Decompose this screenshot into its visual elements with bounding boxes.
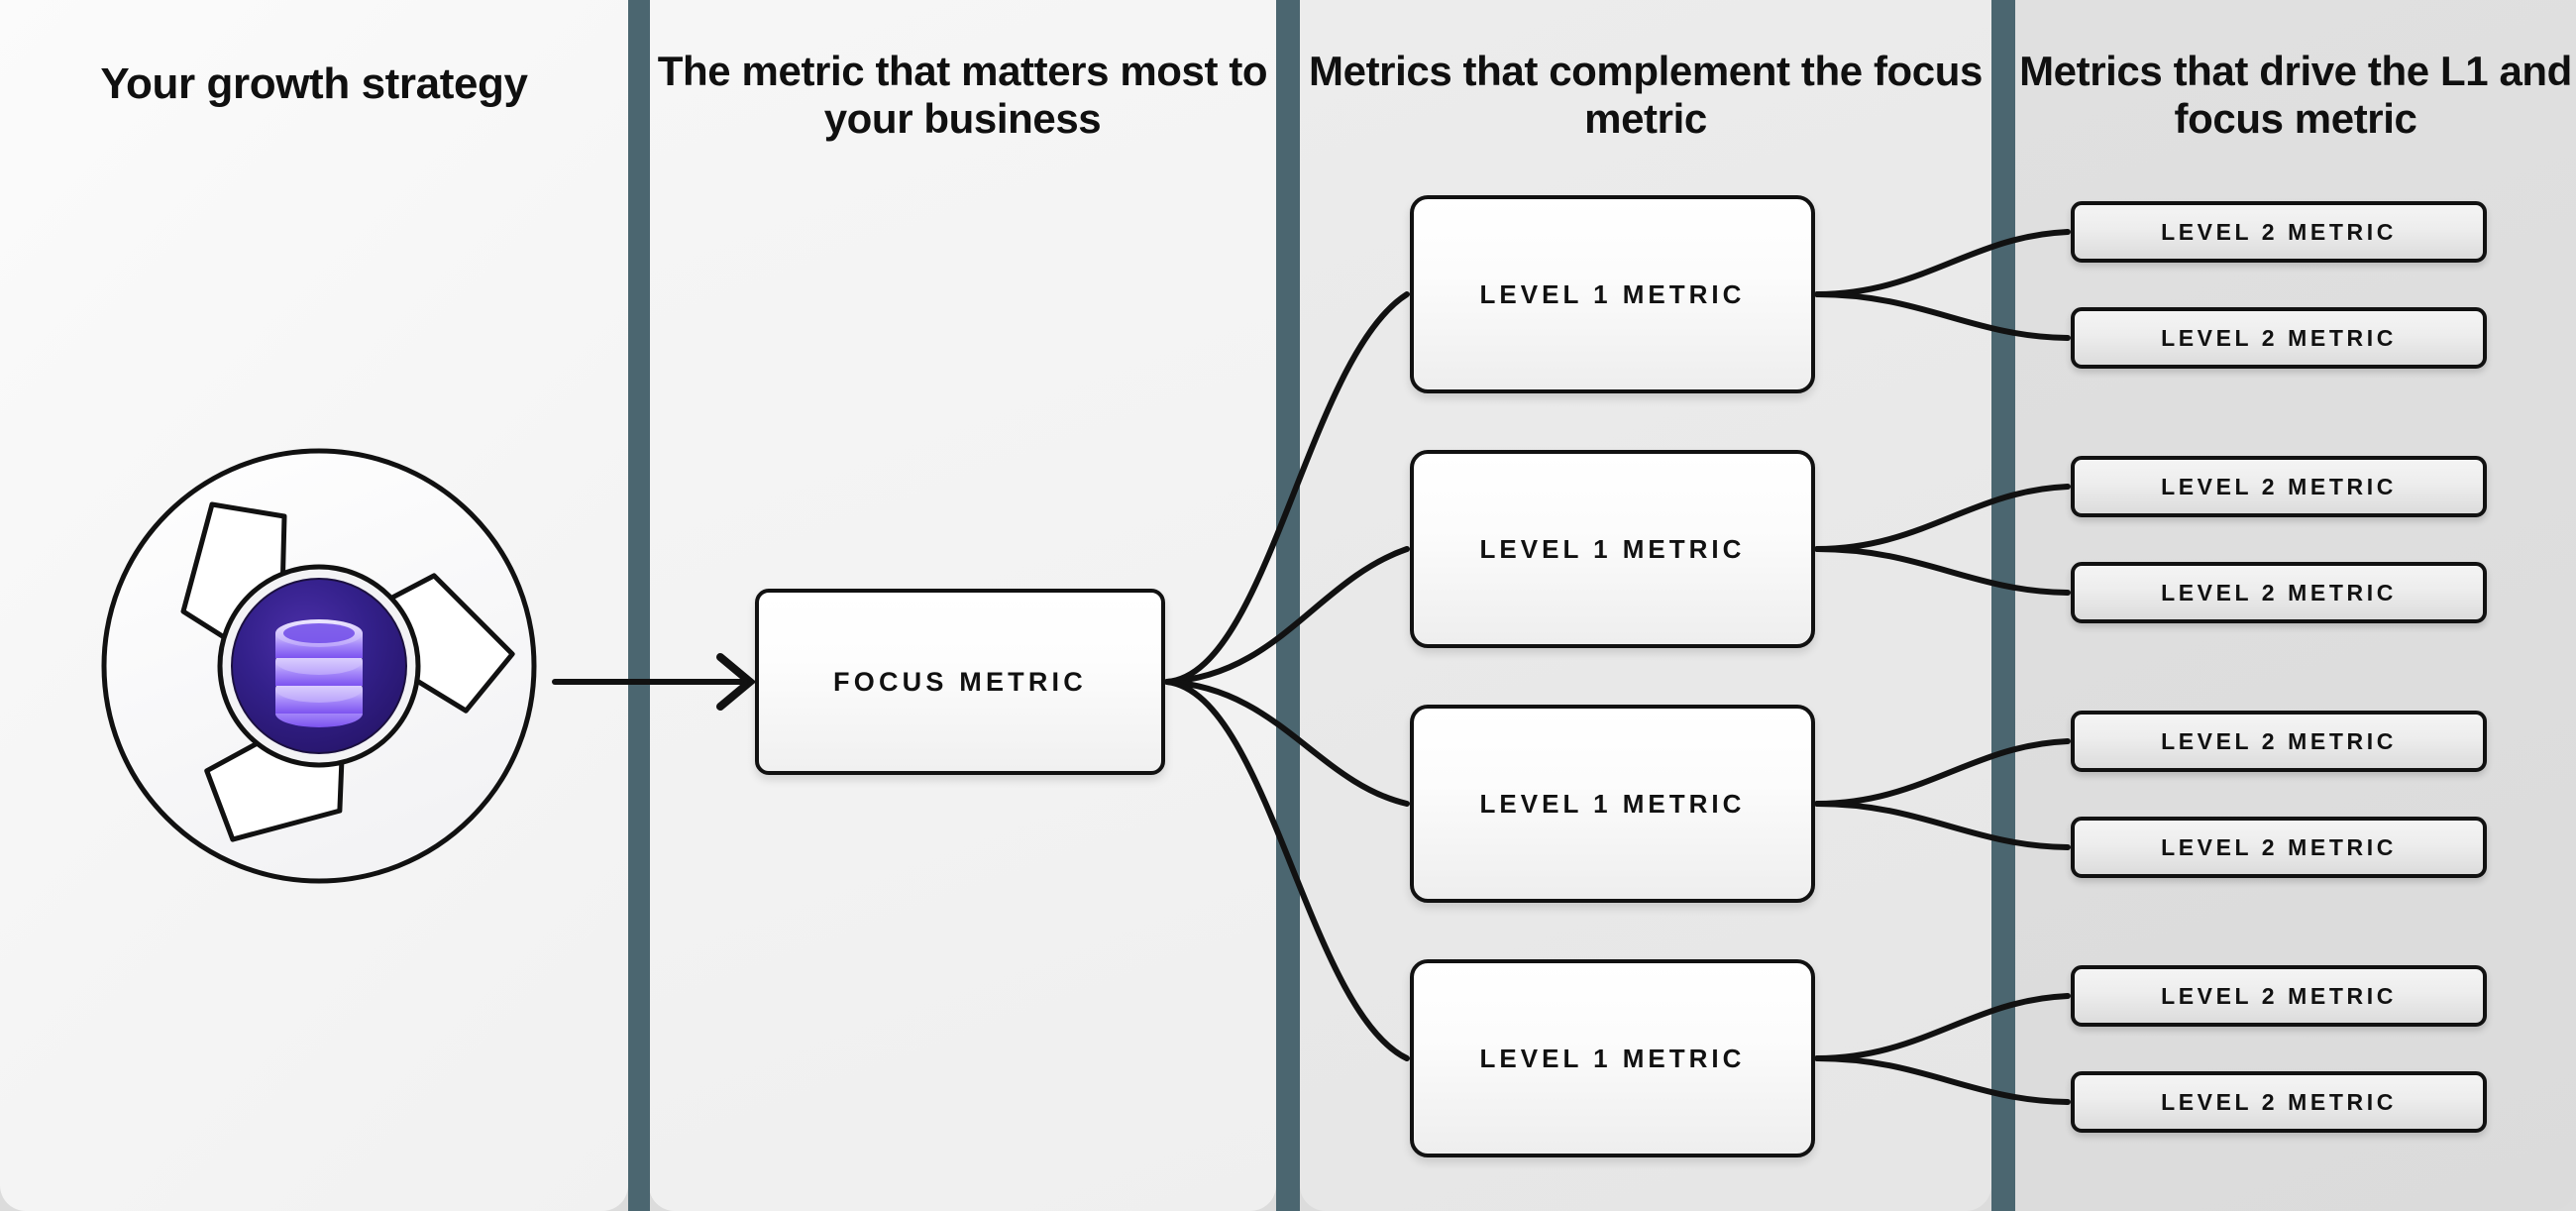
column-title-level2: Metrics that drive the L1 and focus metr… <box>2019 48 2572 142</box>
panel-divider-2 <box>1276 0 1300 1211</box>
level2-metric-label: LEVEL 2 METRIC <box>2161 324 2397 351</box>
focus-metric-node[interactable]: FOCUS METRIC <box>755 589 1165 775</box>
level2-metric-label: LEVEL 2 METRIC <box>2161 218 2397 245</box>
level2-metric-label: LEVEL 2 METRIC <box>2161 833 2397 860</box>
panel-divider-3 <box>1991 0 2015 1211</box>
level1-metric-node[interactable]: LEVEL 1 METRIC <box>1410 705 1815 903</box>
level2-metric-node[interactable]: LEVEL 2 METRIC <box>2071 307 2487 369</box>
level2-metric-label: LEVEL 2 METRIC <box>2161 982 2397 1009</box>
level1-metric-label: LEVEL 1 METRIC <box>1479 278 1746 309</box>
level1-metric-node[interactable]: LEVEL 1 METRIC <box>1410 959 1815 1157</box>
aperture-database-logo <box>101 448 537 884</box>
level2-metric-label: LEVEL 2 METRIC <box>2161 473 2397 499</box>
level2-metric-node[interactable]: LEVEL 2 METRIC <box>2071 201 2487 263</box>
level1-metric-label: LEVEL 1 METRIC <box>1479 1043 1746 1073</box>
level2-metric-node[interactable]: LEVEL 2 METRIC <box>2071 562 2487 623</box>
column-title-strategy: Your growth strategy <box>100 59 528 108</box>
focus-metric-label: FOCUS METRIC <box>833 666 1087 697</box>
level2-metric-node[interactable]: LEVEL 2 METRIC <box>2071 817 2487 878</box>
column-title-focus: The metric that matters most to your bus… <box>657 48 1268 142</box>
panel-divider-1 <box>628 0 650 1211</box>
level1-metric-node[interactable]: LEVEL 1 METRIC <box>1410 450 1815 648</box>
column-title-level1: Metrics that complement the focus metric <box>1309 48 1983 142</box>
level2-metric-label: LEVEL 2 METRIC <box>2161 579 2397 606</box>
level2-metric-node[interactable]: LEVEL 2 METRIC <box>2071 456 2487 517</box>
level2-metric-node[interactable]: LEVEL 2 METRIC <box>2071 1071 2487 1133</box>
database-stack-icon <box>275 619 363 727</box>
level2-metric-label: LEVEL 2 METRIC <box>2161 727 2397 754</box>
level2-metric-label: LEVEL 2 METRIC <box>2161 1088 2397 1115</box>
level1-metric-label: LEVEL 1 METRIC <box>1479 788 1746 819</box>
level1-metric-node[interactable]: LEVEL 1 METRIC <box>1410 195 1815 393</box>
level2-metric-node[interactable]: LEVEL 2 METRIC <box>2071 965 2487 1027</box>
level1-metric-label: LEVEL 1 METRIC <box>1479 533 1746 564</box>
level2-metric-node[interactable]: LEVEL 2 METRIC <box>2071 711 2487 772</box>
